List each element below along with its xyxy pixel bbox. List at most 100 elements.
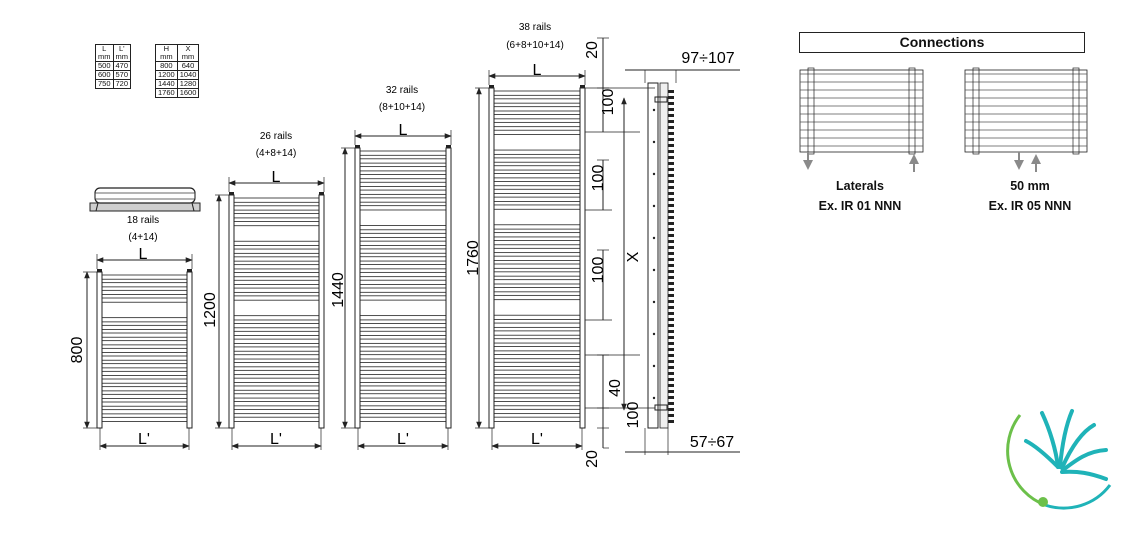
rail: [493, 279, 581, 285]
rail: [233, 401, 320, 407]
rail-end: [668, 228, 674, 231]
top-view-drawing: [89, 187, 201, 212]
rail-end: [668, 354, 674, 357]
rail: [493, 408, 581, 415]
rail: [101, 324, 188, 330]
rail-end: [668, 234, 674, 237]
rail-end: [668, 240, 674, 243]
laterals-label: Laterals: [836, 179, 884, 193]
rail: [359, 377, 447, 383]
rail: [233, 385, 320, 391]
rail: [233, 416, 320, 422]
cap: [229, 192, 234, 195]
rail: [493, 114, 581, 120]
rail-end: [668, 396, 674, 399]
rail-end: [668, 258, 674, 261]
rail: [493, 338, 581, 344]
collector-left: [488, 87, 495, 429]
rail: [359, 393, 447, 399]
rail-end: [668, 216, 674, 219]
laterals-code: Ex. IR 01 NNN: [818, 199, 902, 213]
rail: [101, 347, 188, 353]
fixing-point: [652, 268, 656, 272]
rail: [359, 330, 447, 336]
rail: [359, 271, 447, 278]
fixing-point: [652, 140, 656, 144]
dim-offset-40: 40: [607, 379, 624, 397]
rail: [493, 255, 581, 261]
rail: [493, 204, 581, 210]
rail: [101, 282, 188, 288]
rail: [233, 323, 320, 329]
radiator-3: [341, 130, 452, 450]
rail-end: [668, 168, 674, 171]
rail-end: [668, 138, 674, 141]
rail-end: [668, 348, 674, 351]
dim-height-800: 800: [69, 337, 86, 364]
collector-right: [318, 194, 325, 429]
rail-end: [668, 288, 674, 291]
rail-end: [668, 384, 674, 387]
rail: [493, 346, 581, 352]
dim-Lp-4: L': [531, 431, 543, 448]
collector-left: [228, 194, 235, 429]
rail: [493, 247, 581, 254]
rail: [359, 315, 447, 321]
rail: [101, 363, 188, 369]
rail-end: [668, 276, 674, 279]
collector-left: [807, 67, 815, 155]
center-label: 50 mm: [1010, 179, 1050, 193]
dim-Lp-3: L': [397, 431, 409, 448]
collector-left: [972, 67, 980, 155]
rail-end: [668, 198, 674, 201]
rail: [101, 416, 188, 422]
rail: [101, 332, 188, 338]
fixing-point: [652, 108, 656, 112]
rail: [233, 248, 320, 254]
rail: [233, 369, 320, 376]
col-header-Lp: L'mm: [112, 44, 132, 62]
rail-end: [668, 294, 674, 297]
connection-laterals-drawing: [799, 67, 924, 155]
dim-Lp-2: L': [270, 431, 282, 448]
rail: [233, 197, 320, 203]
fixing-point: [652, 236, 656, 240]
rail-end: [668, 162, 674, 165]
rail-end: [668, 336, 674, 339]
rail: [493, 385, 581, 391]
rail: [493, 181, 581, 187]
rail: [493, 271, 581, 277]
cap: [97, 269, 102, 272]
rail: [101, 289, 188, 295]
rail: [493, 224, 581, 230]
radiator-fronts: [83, 70, 586, 450]
rail: [493, 287, 581, 293]
rail-end: [668, 342, 674, 345]
rail: [493, 106, 581, 112]
inlet-arrow-down-icon: [1014, 160, 1024, 170]
rail: [493, 369, 581, 375]
rail: [101, 297, 188, 303]
rail: [233, 221, 320, 227]
rail: [233, 279, 320, 285]
rail-end: [668, 210, 674, 213]
rail: [359, 225, 447, 231]
rail: [233, 377, 320, 383]
rail-end: [668, 324, 674, 327]
rail: [359, 401, 447, 407]
rail-end: [668, 414, 674, 417]
side-view: [585, 37, 740, 455]
rail-end: [668, 186, 674, 189]
dim-spacing-4: 100: [625, 402, 642, 429]
rail: [101, 370, 188, 376]
rail-end: [668, 312, 674, 315]
cap: [580, 85, 585, 88]
connection-views: [799, 67, 1088, 172]
rail: [233, 295, 320, 301]
dim-axis-x: X: [625, 251, 642, 262]
fixing-point: [652, 172, 656, 176]
